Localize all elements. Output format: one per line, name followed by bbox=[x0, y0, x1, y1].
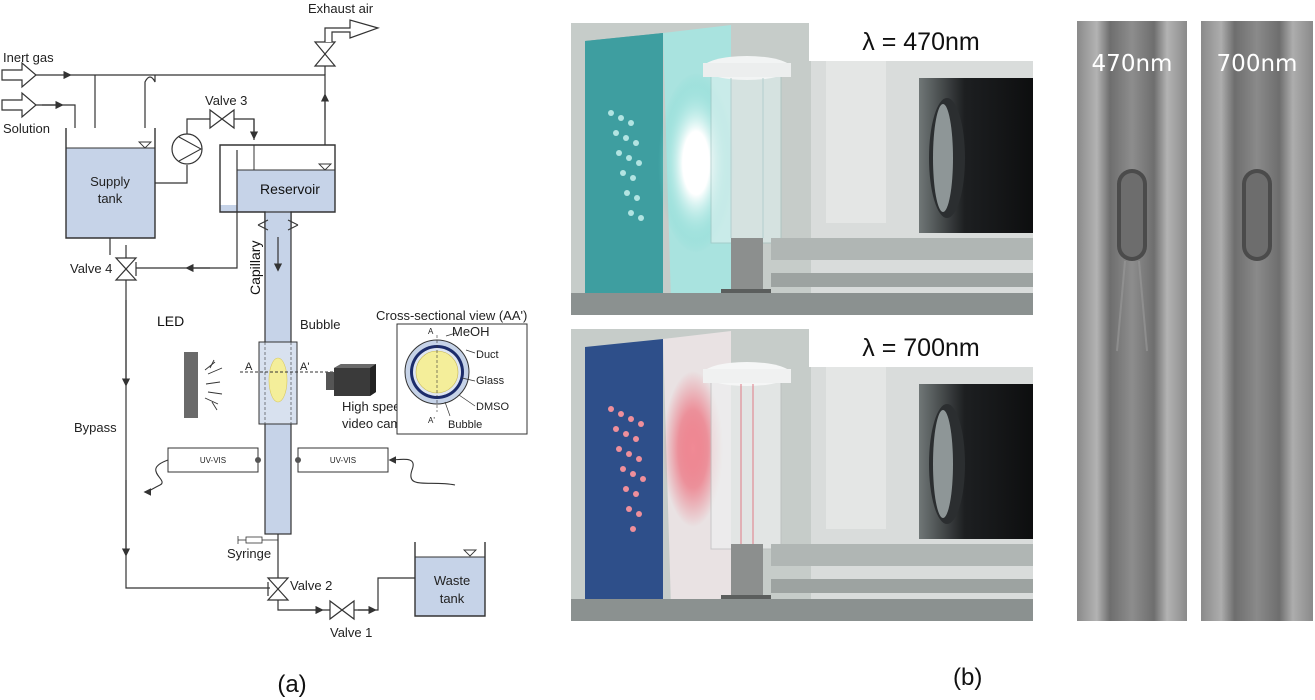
exhaust-valve-icon bbox=[313, 41, 337, 67]
inert-gas-inlet-icon bbox=[1, 61, 37, 89]
cross-section-meoh-label: MeOH bbox=[452, 324, 490, 339]
section-a-left: A bbox=[245, 361, 253, 373]
syringe-icon bbox=[237, 536, 278, 544]
bubble-image-strip-470nm: 470nm bbox=[1077, 21, 1187, 621]
reservoir-label: Reservoir bbox=[260, 181, 320, 197]
photo-red-illumination: λ = 700nm bbox=[571, 329, 1033, 621]
valve-4-label: Valve 4 bbox=[70, 261, 112, 276]
inert-gas-label: Inert gas bbox=[3, 50, 54, 65]
bubble-label: Bubble bbox=[300, 317, 340, 332]
uv-vis-left-module bbox=[143, 447, 261, 496]
pump-icon bbox=[171, 133, 203, 165]
supply-tank-label-2: tank bbox=[98, 191, 123, 206]
syringe-label: Syringe bbox=[227, 546, 271, 561]
strip-470nm-label: 470nm bbox=[1091, 51, 1173, 77]
supply-tank bbox=[65, 128, 156, 239]
photo-blue-drawing bbox=[571, 23, 1033, 315]
uv-vis-right-label: UV-VIS bbox=[330, 456, 356, 465]
experiment-photographs: λ = 470nm bbox=[560, 0, 1315, 700]
cross-section-mark-top: A bbox=[428, 327, 434, 336]
bypass-label: Bypass bbox=[74, 420, 117, 435]
bubble-image-470nm bbox=[1077, 21, 1187, 621]
cross-section-duct-label: Duct bbox=[476, 349, 499, 361]
valve-2-label: Valve 2 bbox=[290, 578, 332, 593]
photo-red-label: λ = 700nm bbox=[809, 329, 1033, 367]
cross-section-mark-bottom: A' bbox=[428, 416, 435, 425]
valve-3-icon bbox=[209, 108, 235, 130]
reservoir bbox=[219, 144, 336, 229]
strip-700nm-label: 700nm bbox=[1216, 51, 1298, 77]
cross-section-view bbox=[396, 323, 528, 435]
valve-2-icon bbox=[266, 577, 290, 601]
cross-section-title: Cross-sectional view (AA') bbox=[376, 308, 527, 323]
panel-b-caption: (b) bbox=[953, 664, 983, 691]
led-panel bbox=[184, 352, 223, 418]
valve-1-icon bbox=[329, 599, 355, 621]
waste-tank-label-1: Waste bbox=[434, 573, 470, 588]
photo-red-drawing bbox=[571, 329, 1033, 621]
panel-a-caption: (a) bbox=[277, 671, 306, 698]
waste-tank bbox=[414, 542, 486, 617]
uv-vis-left-label: UV-VIS bbox=[200, 456, 226, 465]
uv-vis-right-module bbox=[295, 447, 456, 486]
valve-3-label: Valve 3 bbox=[205, 93, 247, 108]
observation-window bbox=[240, 341, 335, 425]
waste-tank-label-2: tank bbox=[440, 591, 465, 606]
capillary-label: Capillary bbox=[247, 241, 263, 295]
valve-1-label: Valve 1 bbox=[330, 625, 372, 640]
cross-section-glass-label: Glass bbox=[476, 375, 505, 387]
high-speed-camera-icon bbox=[326, 364, 376, 396]
exhaust-air-label: Exhaust air bbox=[308, 1, 374, 16]
section-a-prime-right: A' bbox=[300, 361, 309, 373]
photo-blue-label: λ = 470nm bbox=[809, 23, 1033, 61]
exhaust-outlet-icon bbox=[324, 19, 380, 42]
solution-inlet-icon bbox=[1, 91, 37, 119]
bubble-image-strip-700nm: 700nm bbox=[1201, 21, 1313, 621]
camera-label-1: High speed bbox=[342, 399, 408, 414]
led-label: LED bbox=[157, 313, 184, 329]
bubble-image-700nm bbox=[1201, 21, 1313, 621]
cross-section-bubble-label: Bubble bbox=[448, 419, 482, 431]
cross-section-dmso-label: DMSO bbox=[476, 401, 509, 413]
solution-label: Solution bbox=[3, 121, 50, 136]
experimental-setup-schematic: Inert gas Solution Exhaust air Supply ta… bbox=[1, 1, 528, 698]
photo-blue-illumination: λ = 470nm bbox=[571, 23, 1033, 315]
supply-tank-label-1: Supply bbox=[90, 174, 130, 189]
valve-4-icon bbox=[114, 257, 138, 281]
